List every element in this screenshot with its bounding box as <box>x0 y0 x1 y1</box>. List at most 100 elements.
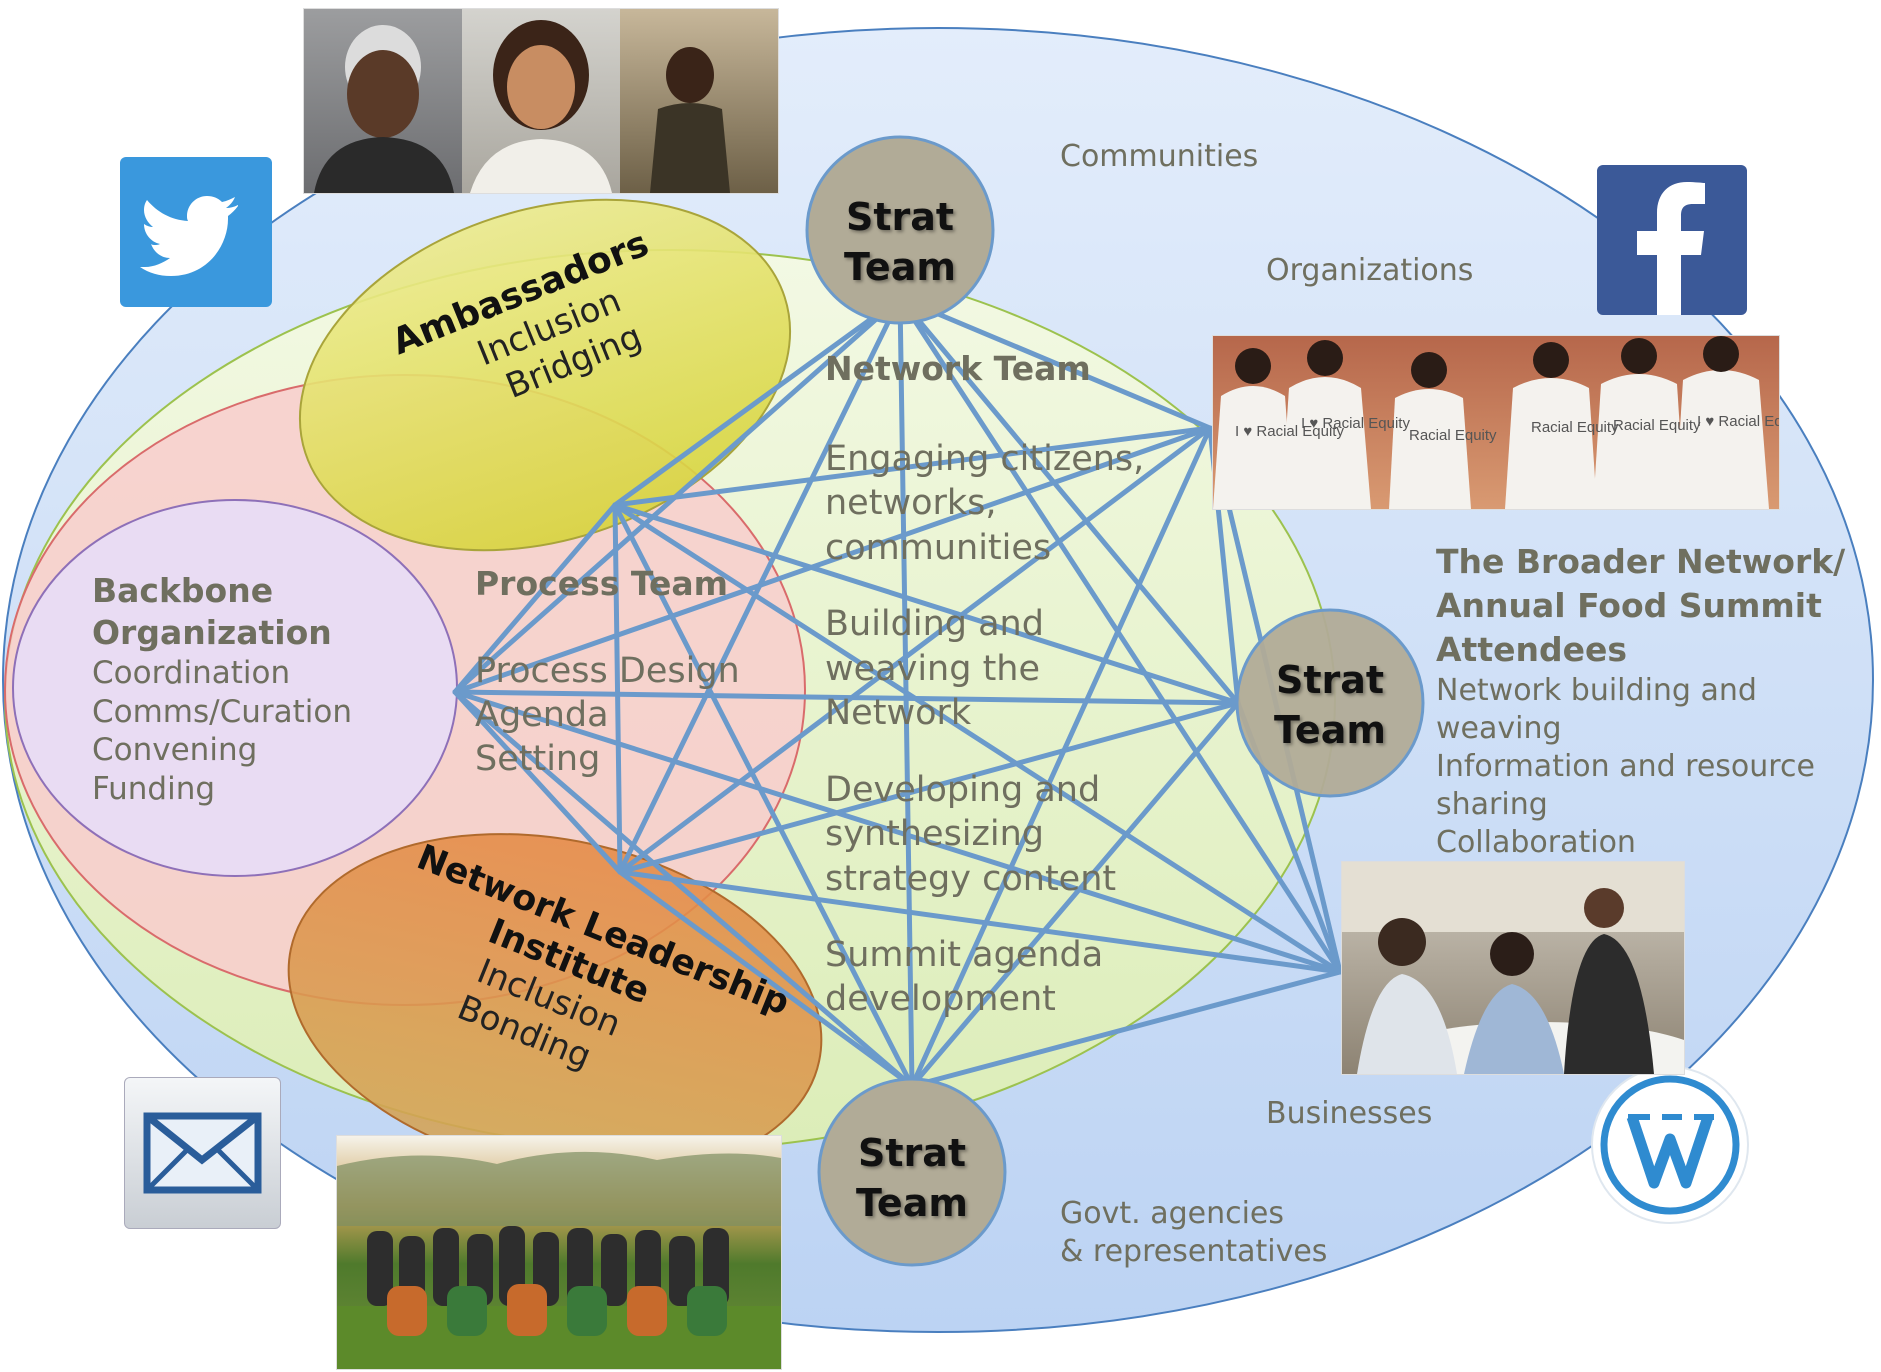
web-line <box>452 425 1213 695</box>
web-line <box>452 689 1241 706</box>
web-line <box>612 502 623 875</box>
process-team-item: Process Design <box>475 651 740 691</box>
backbone-block: Backbone Organization Coordination Comms… <box>92 570 352 809</box>
process-team-item: Agenda <box>475 694 609 735</box>
network-web-lines <box>452 295 1343 1089</box>
strat-team-circle-right <box>1235 608 1425 798</box>
web-line <box>452 689 915 1089</box>
strat-team-line2: Team <box>844 245 956 290</box>
twitter-icon[interactable] <box>120 157 272 307</box>
backbone-items: Coordination Comms/Curation Convening Fu… <box>92 654 352 809</box>
strat-team-line1: Strat <box>845 195 955 239</box>
web-line <box>897 295 1343 975</box>
email-icon[interactable] <box>124 1077 281 1229</box>
broader-item: Network building and <box>1436 672 1757 708</box>
broader-item: Information and resource <box>1436 748 1815 784</box>
network-team-item: synthesizing <box>825 814 1045 855</box>
govt-label: Govt. agencies & representatives <box>1060 1195 1327 1270</box>
facebook-f-icon <box>1637 182 1705 315</box>
backbone-item: Funding <box>92 771 216 808</box>
network-team-item: Building and <box>825 604 1044 645</box>
broader-network-items: Network building and weaving Information… <box>1436 672 1845 862</box>
group-graphic <box>337 1151 781 1369</box>
govt-label-line1: Govt. agencies <box>1060 1196 1285 1231</box>
businesses-label: Businesses <box>1266 1096 1433 1131</box>
backbone-title-line1: Backbone <box>92 571 274 610</box>
tshirt-text: Racial Equity <box>1531 419 1619 436</box>
strat-team-circle-top <box>805 135 995 325</box>
web-line <box>612 425 1213 508</box>
network-team-item: development <box>825 979 1056 1020</box>
network-team-title: Network Team <box>825 349 1091 388</box>
network-team-item: networks, <box>825 483 997 524</box>
web-line <box>617 869 915 1089</box>
racial-equity-photo: I ♥ Racial Equity I ♥ Racial Equity Raci… <box>1212 335 1780 510</box>
process-team-item: Setting <box>475 738 601 779</box>
web-line <box>909 700 1241 1089</box>
web-line <box>617 869 1343 975</box>
portrait-2 <box>462 9 620 193</box>
web-line <box>452 689 623 875</box>
broader-title-line2: Annual Food Summit <box>1436 585 1822 625</box>
govt-label-line2: & representatives <box>1060 1233 1328 1269</box>
network-team-item: Summit agenda <box>825 934 1104 975</box>
broader-item: weaving <box>1436 710 1562 746</box>
network-team-item: strategy content <box>825 858 1117 899</box>
wordpress-icon[interactable] <box>1590 1065 1750 1225</box>
web-line <box>617 700 1241 875</box>
web-line <box>612 502 915 1089</box>
tshirt-text: Racial Equity <box>1409 427 1497 444</box>
portraits-photo <box>303 8 779 194</box>
strat-team-label-bottom: Strat Team <box>832 1128 992 1228</box>
network-team-items: Engaging citizens, networks, communities… <box>825 437 1144 1022</box>
backbone-item: Convening <box>92 732 258 769</box>
web-line <box>909 969 1343 1089</box>
web-line <box>617 425 1213 875</box>
web-line <box>612 295 903 508</box>
strat-team-line1: Strat <box>857 1131 967 1175</box>
process-team-items: Process Design Agenda Setting <box>475 650 740 781</box>
network-team-item: Developing and <box>825 769 1101 810</box>
web-line <box>452 502 618 695</box>
backbone-title: Backbone Organization <box>92 570 352 654</box>
group-photo <box>336 1135 782 1370</box>
wordpress-logo-icon <box>1591 1066 1749 1224</box>
strat-team-line2: Team <box>1274 708 1386 753</box>
broader-item: sharing <box>1436 786 1548 822</box>
broader-network-title: The Broader Network/ Annual Food Summit … <box>1436 540 1845 672</box>
broader-item: Collaboration <box>1436 825 1636 860</box>
backbone-item: Comms/Curation <box>92 693 353 730</box>
broader-network-block: The Broader Network/ Annual Food Summit … <box>1436 540 1845 862</box>
web-line <box>909 425 1213 1089</box>
broader-title-line3: Attendees <box>1436 629 1627 669</box>
web-line <box>897 295 1241 706</box>
web-line <box>612 502 1343 975</box>
portrait-3 <box>620 9 778 193</box>
facebook-icon[interactable] <box>1597 165 1747 315</box>
strat-team-line1: Strat <box>1275 658 1385 702</box>
backbone-item: Coordination <box>92 654 291 691</box>
strat-team-circle-bottom <box>817 1077 1007 1267</box>
strat-team-label-top: Strat Team <box>820 192 980 292</box>
web-line <box>897 295 1213 431</box>
backbone-title-line2: Organization <box>92 612 332 652</box>
network-team-item: weaving the <box>825 648 1041 689</box>
tshirt-group-graphic: I ♥ Racial Equity I ♥ Racial Equity Raci… <box>1213 336 1779 509</box>
network-team-item: Network <box>825 693 972 734</box>
ambassadors-ellipse <box>298 198 792 552</box>
tshirt-text: Racial Equity <box>1613 417 1701 434</box>
organizations-label: Organizations <box>1266 253 1474 288</box>
network-team-item: Engaging citizens, <box>825 439 1145 479</box>
broader-title-line1: The Broader Network/ <box>1436 542 1846 581</box>
web-line <box>452 689 1343 975</box>
twitter-bird-icon <box>140 196 238 276</box>
portrait-1 <box>304 9 462 193</box>
envelope-icon <box>143 1112 262 1194</box>
workshop-graphic <box>1342 862 1684 1074</box>
strat-team-label-right: Strat Team <box>1250 655 1410 755</box>
process-team-title: Process Team <box>475 564 729 603</box>
tshirt-text: I ♥ Racial Equity <box>1697 413 1779 430</box>
tshirt-text: I ♥ Racial Equity <box>1301 415 1410 432</box>
tshirt-text: I ♥ Racial Equity <box>1235 423 1344 440</box>
